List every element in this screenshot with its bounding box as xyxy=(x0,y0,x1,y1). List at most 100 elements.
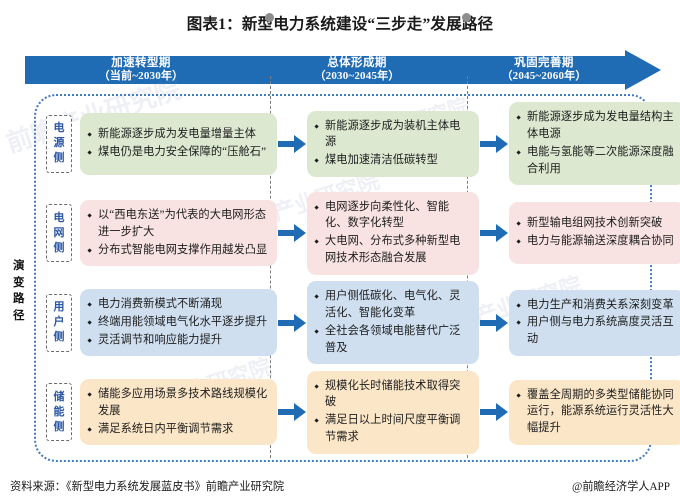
bullet-item: 电力与能源输送深度耦合协同 xyxy=(516,233,676,250)
flow-arrow-icon xyxy=(479,397,509,427)
card-energy-storage-phase3[interactable]: 覆盖全周期的多类型储能协同运行，能源系统运行灵活性大幅提升 xyxy=(509,379,680,445)
flow-arrow-icon xyxy=(479,308,509,338)
bullet-list: 电网逐步向柔性化、智能化、数字化转型 大电网、分布式多种新型电网技术形态融合发展 xyxy=(314,199,470,268)
phase-label-row: 加速转型期 （当前~2030年） 总体形成期 （2030~2045年） 巩固完善… xyxy=(25,50,661,90)
bullet-item: 电力消费新模式不断涌现 xyxy=(87,296,268,313)
card-power-source-phase1[interactable]: 新能源逐步成为发电量增量主体 煤电仍是电力安全保障的“压舱石” xyxy=(80,112,277,175)
matrix-row-power-source: 电 源 侧 新能源逐步成为发电量增量主体 煤电仍是电力安全保障的“压舱石” 新能… xyxy=(40,100,680,188)
page-title: 图表1：新型电力系统建设“三步走”发展路径 xyxy=(186,16,494,33)
row-tag-char-2: 源 xyxy=(53,137,65,150)
bullet-list: 以“西电东送”为代表的大电网形态进一步扩大 分布式智能电网支撑作用越发凸显 xyxy=(87,207,268,259)
bullet-item: 以“西电东送”为代表的大电网形态进一步扩大 xyxy=(87,207,268,241)
matrix-row-energy-storage: 储 能 侧 储能多应用场景多技术路线规模化发展 满足系统日内平衡调节需求 规模化… xyxy=(40,369,680,457)
bullet-list: 新型输电组网技术创新突破 电力与能源输送深度耦合协同 xyxy=(516,215,676,251)
card-user-side-phase1[interactable]: 电力消费新模式不断涌现 终端用能领域电气化水平逐步提升 灵活调节和响应能力提升 xyxy=(80,289,277,357)
bullet-list: 新能源逐步成为装机主体电源 煤电加速清洁低碳转型 xyxy=(314,118,470,170)
bullet-item: 新能源逐步成为发电量增量主体 xyxy=(87,126,268,143)
card-energy-storage-phase2[interactable]: 规模化长时储能技术取得突破 满足日以上时间尺度平衡调节需求 xyxy=(307,370,479,454)
footer: 资料来源：《新型电力系统发展蓝皮书》前瞻产业研究院 @前瞻经济学人APP xyxy=(0,469,680,503)
row-tag-char-1: 电 xyxy=(53,211,65,224)
row-tag-char-1: 电 xyxy=(53,122,65,135)
bullet-item: 覆盖全周期的多类型储能协同运行，能源系统运行灵活性大幅提升 xyxy=(516,387,676,437)
phase-3-range: （2045~2060年） xyxy=(501,70,587,83)
phase-divider-line-1 xyxy=(269,76,271,458)
flow-arrow-icon xyxy=(277,129,307,159)
card-user-side-phase2[interactable]: 用户侧低碳化、电气化、灵活化、智能化变革 全社会各领域电能替代广泛普及 xyxy=(307,281,479,365)
flow-arrow-icon xyxy=(277,397,307,427)
row-tag-char-1: 储 xyxy=(53,390,65,403)
bullet-item: 煤电加速清洁低碳转型 xyxy=(314,152,470,169)
bullet-item: 新能源逐步成为发电量结构主体电源 xyxy=(516,109,676,143)
axis-caption-char-4: 径 xyxy=(13,310,25,323)
card-power-grid-phase2[interactable]: 电网逐步向柔性化、智能化、数字化转型 大电网、分布式多种新型电网技术形态融合发展 xyxy=(307,191,479,275)
row-tag-user-side: 用 户 侧 xyxy=(46,293,72,352)
row-cards: 储能多应用场景多技术路线规模化发展 满足系统日内平衡调节需求 规模化长时储能技术… xyxy=(80,370,680,454)
bullet-list: 储能多应用场景多技术路线规模化发展 满足系统日内平衡调节需求 xyxy=(87,386,268,438)
card-energy-storage-phase1[interactable]: 储能多应用场景多技术路线规模化发展 满足系统日内平衡调节需求 xyxy=(80,379,277,446)
phase-divider-pin-1 xyxy=(265,13,274,22)
bullet-list: 电力消费新模式不断涌现 终端用能领域电气化水平逐步提升 灵活调节和响应能力提升 xyxy=(87,296,268,349)
bullet-item: 终端用能领域电气化水平逐步提升 xyxy=(87,314,268,331)
matrix-row-user-side: 用 户 侧 电力消费新模式不断涌现 终端用能领域电气化水平逐步提升 灵活调节和响… xyxy=(40,279,680,367)
phase-timeline-band: 加速转型期 （当前~2030年） 总体形成期 （2030~2045年） 巩固完善… xyxy=(25,50,661,90)
row-tag-char-2: 户 xyxy=(53,316,65,329)
bullet-list: 规模化长时储能技术取得突破 满足日以上时间尺度平衡调节需求 xyxy=(314,378,470,447)
row-tag-power-grid: 电 网 侧 xyxy=(46,204,72,263)
row-tag-char-3: 侧 xyxy=(53,420,65,433)
flow-arrow-icon xyxy=(277,218,307,248)
bullet-item: 用户侧与电力系统高度灵活互动 xyxy=(516,314,676,348)
phase-1-range: （当前~2030年） xyxy=(98,70,184,83)
phase-cell-1: 加速转型期 （当前~2030年） xyxy=(25,50,257,90)
brand-credit: @前瞻经济学人APP xyxy=(572,481,670,493)
phase-1-name: 加速转型期 xyxy=(111,56,171,69)
row-tag-char-2: 网 xyxy=(53,226,65,239)
axis-caption: 演 变 路 径 xyxy=(8,258,30,325)
bullet-item: 新型输电组网技术创新突破 xyxy=(516,215,676,232)
row-cards: 新能源逐步成为发电量增量主体 煤电仍是电力安全保障的“压舱石” 新能源逐步成为装… xyxy=(80,102,680,186)
bullet-item: 满足日以上时间尺度平衡调节需求 xyxy=(314,412,470,446)
bullet-item: 电力生产和消费关系深刻变革 xyxy=(516,297,676,314)
axis-caption-char-2: 变 xyxy=(13,276,25,289)
phase-divider-pin-2 xyxy=(462,13,471,22)
card-power-grid-phase3[interactable]: 新型输电组网技术创新突破 电力与能源输送深度耦合协同 xyxy=(509,202,680,265)
card-user-side-phase3[interactable]: 电力生产和消费关系深刻变革 用户侧与电力系统高度灵活互动 xyxy=(509,289,680,356)
matrix-row-power-grid: 电 网 侧 以“西电东送”为代表的大电网形态进一步扩大 分布式智能电网支撑作用越… xyxy=(40,190,680,278)
bullet-list: 电力生产和消费关系深刻变革 用户侧与电力系统高度灵活互动 xyxy=(516,297,676,349)
bullet-item: 电能与氢能等二次能源深度融合利用 xyxy=(516,144,676,178)
row-cards: 以“西电东送”为代表的大电网形态进一步扩大 分布式智能电网支撑作用越发凸显 电网… xyxy=(80,191,680,275)
phase-2-range: （2030~2045年） xyxy=(314,70,400,83)
row-tag-char-3: 侧 xyxy=(53,152,65,165)
row-tag-char-3: 侧 xyxy=(53,331,65,344)
bullet-item: 规模化长时储能技术取得突破 xyxy=(314,378,470,412)
bullet-list: 新能源逐步成为发电量增量主体 煤电仍是电力安全保障的“压舱石” xyxy=(87,126,268,162)
matrix-frame xyxy=(34,94,652,462)
source-note: 资料来源：《新型电力系统发展蓝皮书》前瞻产业研究院 xyxy=(10,481,285,493)
phase-cell-3: 巩固完善期 （2045~2060年） xyxy=(457,50,661,90)
bullet-list: 覆盖全周期的多类型储能协同运行，能源系统运行灵活性大幅提升 xyxy=(516,387,676,438)
bullet-item: 电网逐步向柔性化、智能化、数字化转型 xyxy=(314,199,470,233)
phase-cell-2: 总体形成期 （2030~2045年） xyxy=(257,50,457,90)
bullet-item: 煤电仍是电力安全保障的“压舱石” xyxy=(87,144,268,161)
bullet-item: 全社会各领域电能替代广泛普及 xyxy=(314,323,470,357)
flow-arrow-icon xyxy=(479,218,509,248)
card-power-source-phase2[interactable]: 新能源逐步成为装机主体电源 煤电加速清洁低碳转型 xyxy=(307,110,479,177)
roadmap-matrix: 电 源 侧 新能源逐步成为发电量增量主体 煤电仍是电力安全保障的“压舱石” 新能… xyxy=(40,100,680,457)
bullet-list: 新能源逐步成为发电量结构主体电源 电能与氢能等二次能源深度融合利用 xyxy=(516,109,676,178)
bullet-item: 灵活调节和响应能力提升 xyxy=(87,332,268,349)
axis-caption-char-1: 演 xyxy=(13,260,25,272)
row-tag-char-3: 侧 xyxy=(53,241,65,254)
bullet-list: 用户侧低碳化、电气化、灵活化、智能化变革 全社会各领域电能替代广泛普及 xyxy=(314,288,470,357)
bullet-item: 储能多应用场景多技术路线规模化发展 xyxy=(87,386,268,420)
phase-3-name: 巩固完善期 xyxy=(514,56,574,69)
flow-arrow-icon xyxy=(479,129,509,159)
bullet-item: 满足系统日内平衡调节需求 xyxy=(87,421,268,438)
card-power-source-phase3[interactable]: 新能源逐步成为发电量结构主体电源 电能与氢能等二次能源深度融合利用 xyxy=(509,102,680,186)
card-power-grid-phase1[interactable]: 以“西电东送”为代表的大电网形态进一步扩大 分布式智能电网支撑作用越发凸显 xyxy=(80,200,277,267)
arrow-band-shape xyxy=(25,50,661,90)
bullet-item: 用户侧低碳化、电气化、灵活化、智能化变革 xyxy=(314,288,470,322)
row-tag-energy-storage: 储 能 侧 xyxy=(46,383,72,442)
row-tag-power-source: 电 源 侧 xyxy=(46,114,72,173)
row-cards: 电力消费新模式不断涌现 终端用能领域电气化水平逐步提升 灵活调节和响应能力提升 … xyxy=(80,281,680,365)
row-tag-char-1: 用 xyxy=(53,301,65,314)
bullet-item: 新能源逐步成为装机主体电源 xyxy=(314,118,470,152)
